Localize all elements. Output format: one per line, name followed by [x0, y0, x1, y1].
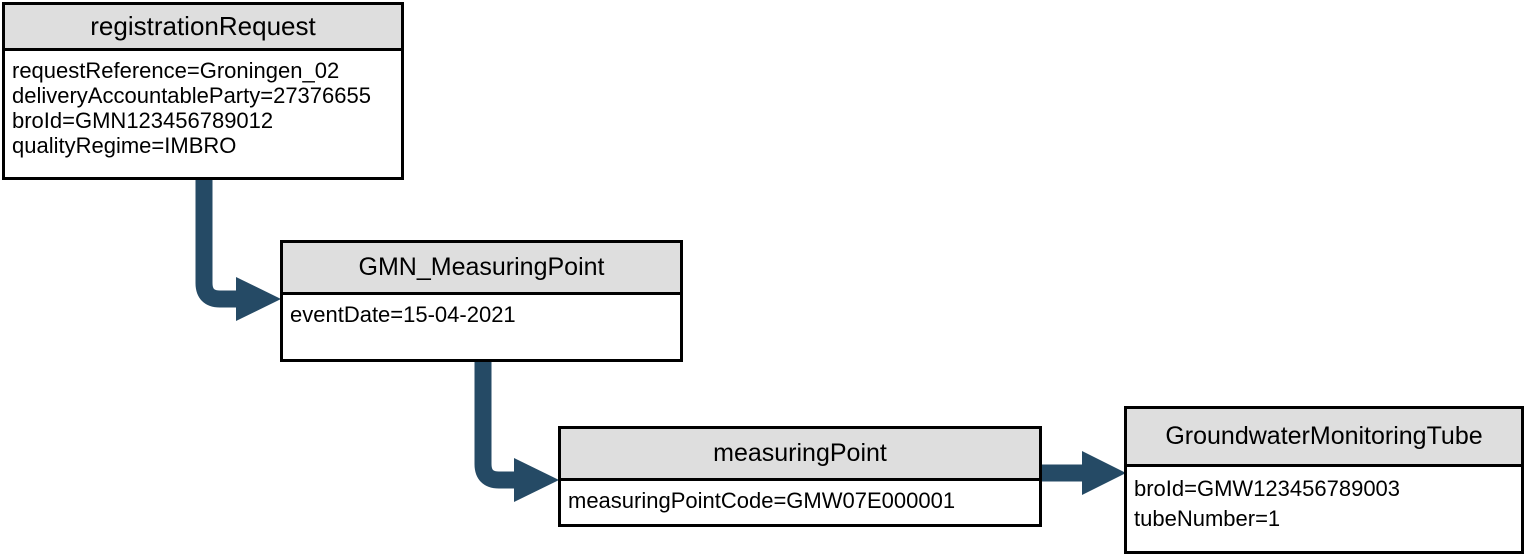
uml-box-title: registrationRequest — [90, 11, 316, 41]
uml-box-title: GroundwaterMonitoringTube — [1165, 422, 1483, 450]
uml-box-title: GMN_MeasuringPoint — [358, 253, 605, 281]
uml-attribute: deliveryAccountableParty=27376655 — [12, 83, 371, 108]
uml-box-header: registrationRequest — [5, 5, 401, 51]
uml-box-header: measuringPoint — [561, 429, 1039, 481]
uml-attribute: broId=GMN123456789012 — [12, 108, 274, 133]
uml-attribute: eventDate=15-04-2021 — [290, 302, 516, 327]
uml-box-body: measuringPointCode=GMW07E000001 — [561, 481, 1039, 513]
uml-attribute: measuringPointCode=GMW07E000001 — [568, 488, 956, 513]
connector-line — [195, 180, 243, 308]
arrowhead-icon — [514, 458, 559, 502]
connector-gmn-measuringpoint-to-measuringpoint — [474, 362, 559, 502]
uml-box-title: measuringPoint — [713, 439, 887, 467]
uml-attribute: tubeNumber=1 — [1134, 506, 1281, 531]
uml-box-gmn-measuringpoint[interactable]: GMN_MeasuringPoint eventDate=15-04-2021 — [280, 240, 683, 362]
uml-attribute: qualityRegime=IMBRO — [12, 133, 237, 158]
uml-attribute: requestReference=Groningen_02 — [12, 58, 340, 83]
uml-box-registrationrequest[interactable]: registrationRequest requestReference=Gro… — [2, 2, 404, 180]
uml-attribute: broId=GMW123456789003 — [1134, 476, 1401, 501]
uml-box-body: eventDate=15-04-2021 — [283, 295, 680, 327]
uml-box-groundwatermonitoringtube[interactable]: GroundwaterMonitoringTube broId=GMW12345… — [1124, 406, 1524, 554]
connector-registrationrequest-to-gmn-measuringpoint — [195, 180, 281, 321]
connector-line — [474, 362, 521, 489]
uml-box-body: requestReference=Groningen_02 deliveryAc… — [5, 51, 401, 158]
arrowhead-icon — [1082, 451, 1126, 495]
connector-measuringpoint-to-groundwatermonitoringtube — [1042, 451, 1126, 495]
uml-box-measuringpoint[interactable]: measuringPoint measuringPointCode=GMW07E… — [558, 426, 1042, 527]
uml-box-header: GroundwaterMonitoringTube — [1127, 409, 1521, 467]
arrowhead-icon — [236, 277, 281, 321]
uml-box-body: broId=GMW123456789003 tubeNumber=1 — [1127, 467, 1521, 534]
uml-box-header: GMN_MeasuringPoint — [283, 243, 680, 295]
